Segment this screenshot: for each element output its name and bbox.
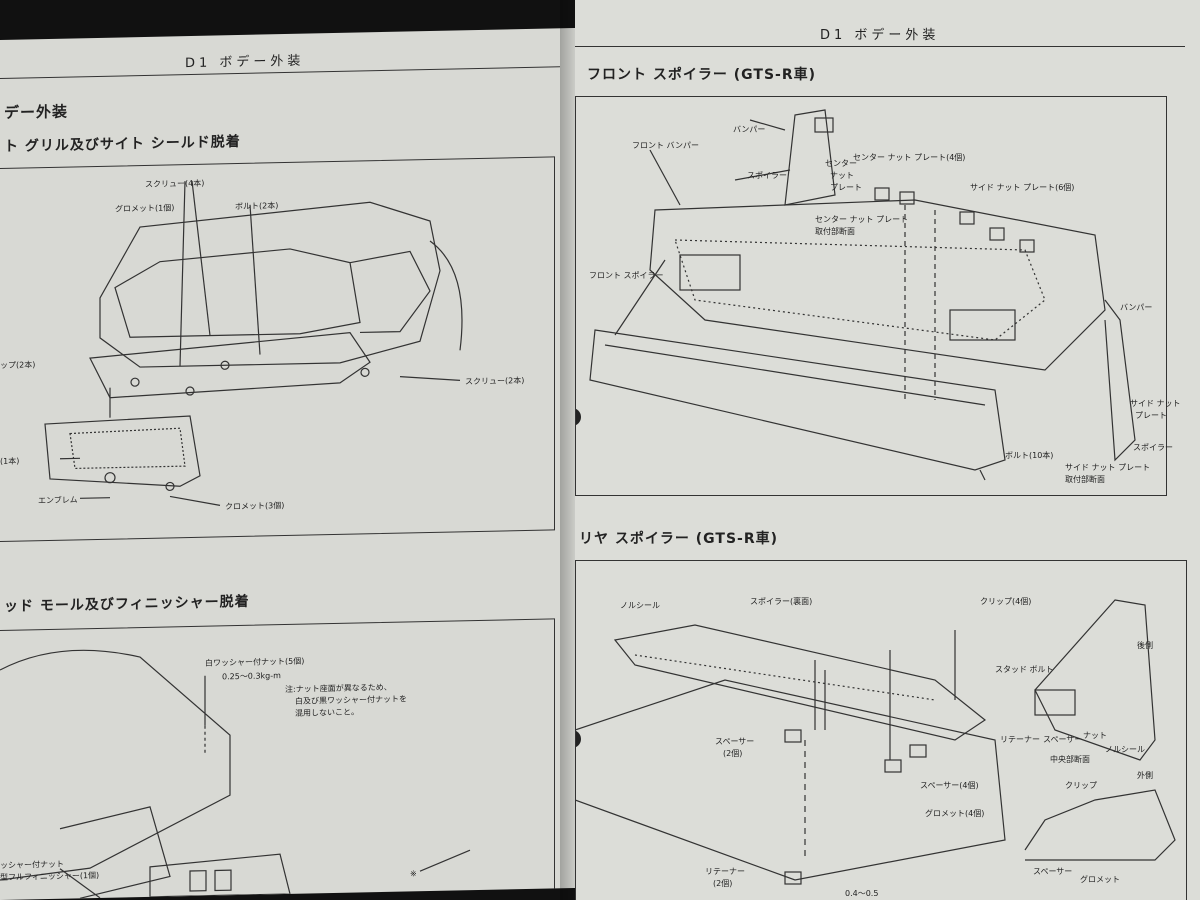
label-full-finisher: 型フルフィニッシャー(1個) — [0, 870, 100, 882]
finisher-diagram — [0, 649, 471, 899]
label-nut: ナット — [830, 171, 854, 180]
label-white-washer-nut: 白ワッシャー付ナット(5個) — [205, 656, 305, 668]
label-torque: 0.25～0.3kg-m — [222, 671, 281, 682]
label-front-bumper: フロント バンパー — [632, 141, 699, 150]
label-side-nut: サイド ナット — [1130, 399, 1181, 408]
label-nolseal-sec: ノルシール — [1105, 745, 1145, 754]
label-asterisk: ※ — [410, 869, 417, 879]
label-spacer-4: スペーサー(4個) — [920, 781, 979, 790]
right-page: D1 ボデー外装 フロント スポイラー (GTS-R車) フロント バンパー バ… — [575, 0, 1200, 900]
right-fig1-title: フロント スポイラー (GTS-R車) — [587, 67, 817, 83]
rear-spoiler-diagram — [575, 599, 1176, 885]
label-nut-sec: ナット — [1083, 731, 1107, 740]
label-spacer: スペーサー — [715, 737, 755, 746]
label-note-3: 混用しないこと。 — [295, 707, 359, 718]
label-bumper-side: バンパー — [1120, 303, 1153, 312]
right-fig1-frame — [575, 96, 1167, 496]
label-side-nut-plate: サイド ナット プレート — [1065, 463, 1151, 472]
label-outer-side: 外側 — [1137, 771, 1153, 780]
label-center-nut-plate-4: センター ナット プレート(4個) — [853, 153, 966, 162]
label-stud-bolt: スタッド ボルト — [995, 665, 1054, 674]
label-bolt-10: ボルト(10本) — [1005, 451, 1054, 460]
label-rear-side: 後側 — [1137, 641, 1153, 650]
right-page-header: D1 ボデー外装 — [820, 28, 940, 43]
label-torque-rear: 0.4～0.5 — [845, 889, 879, 898]
label-note-2: 白及び黒ワッシャー付ナットを — [295, 694, 407, 706]
label-section-1: 取付部断面 — [815, 227, 855, 236]
label-section-2: 取付部断面 — [1065, 475, 1105, 484]
label-clip-4: クリップ(4個) — [980, 597, 1032, 606]
label-spoiler-back: スポイラー(裏面) — [750, 597, 813, 606]
label-plate-side: プレート — [1135, 411, 1167, 420]
binder-hole-bottom — [575, 730, 581, 748]
header-rule — [575, 46, 1185, 47]
label-retainer: リテーナー — [1000, 735, 1040, 744]
label-side-nut-plate-6: サイド ナット プレート(6個) — [970, 183, 1075, 192]
left-page: D1 ボデー外装 デー外装 ト グリル及びサイト シールド脱着 スクリュー(4本… — [0, 27, 592, 900]
label-spacer-2pc: (2個) — [723, 749, 743, 758]
grille-diagram — [44, 180, 463, 506]
binder-hole-top — [575, 408, 581, 426]
label-grommet-sec: グロメット — [1080, 875, 1120, 884]
label-center-nut-plate-sec: センター ナット プレート — [815, 215, 909, 224]
right-fig2-title: リヤ スポイラー (GTS-R車) — [579, 531, 779, 547]
front-spoiler-diagram — [589, 109, 1136, 481]
label-bumper: バンパー — [733, 125, 766, 134]
label-clip-sec: クリップ — [1065, 781, 1097, 790]
label-retainer-2pc: (2個) — [713, 879, 733, 888]
label-retainer-bottom: リテーナー — [705, 867, 745, 876]
label-front-spoiler: フロント スポイラー — [589, 271, 664, 280]
label-plate: プレート — [830, 183, 862, 192]
label-nolseal: ノルシール — [620, 601, 660, 610]
label-note-1: 注:ナット座面が異なるため、 — [285, 682, 392, 695]
label-spacer-sec2: スペーサー — [1033, 867, 1073, 876]
label-spacer-sec: スペーサー — [1043, 735, 1083, 744]
label-spoiler-side: スポイラー — [1133, 443, 1173, 452]
label-spoiler: スポイラー — [747, 171, 787, 180]
label-center: センター — [825, 159, 857, 168]
label-washer-nut: ッシャー付ナット — [0, 859, 64, 870]
label-grommet-4: グロメット(4個) — [925, 809, 985, 818]
label-center-section: 中央部断面 — [1050, 755, 1090, 764]
